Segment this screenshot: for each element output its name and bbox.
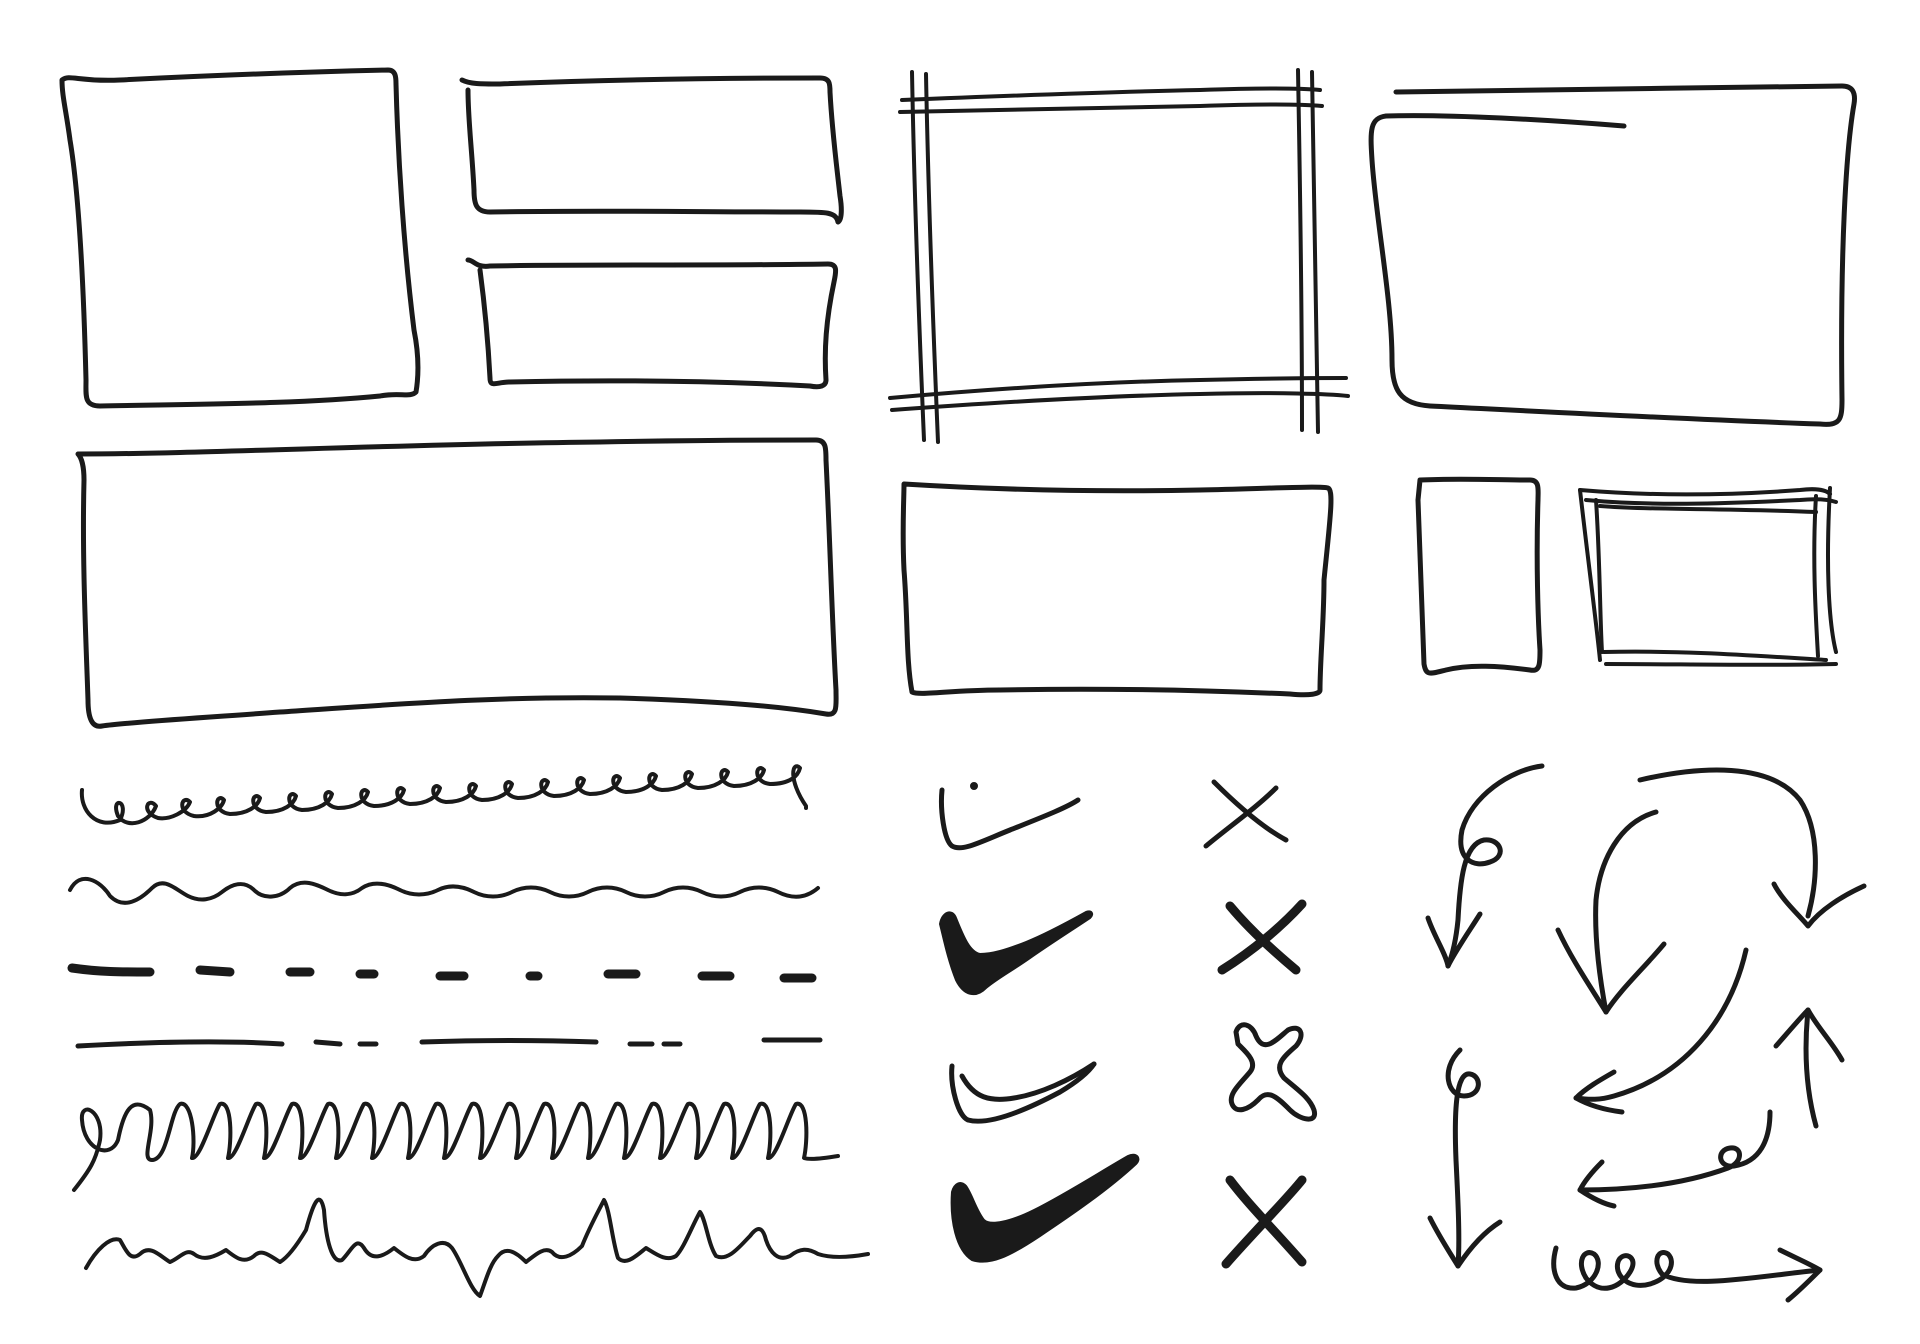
x-mark xyxy=(1217,899,1307,975)
wave-line xyxy=(68,876,820,905)
check-mark xyxy=(939,910,1094,996)
check-mark xyxy=(949,1061,1097,1124)
square-frame xyxy=(59,67,421,409)
crosshatch-frame xyxy=(888,68,1350,444)
loop-arrow-right xyxy=(1551,1245,1823,1303)
x-mark xyxy=(1203,779,1289,849)
medium-frame xyxy=(900,481,1334,698)
zigzag-scribble-line xyxy=(84,1197,870,1298)
double-line-frame xyxy=(1578,486,1838,667)
x-mark xyxy=(1228,1022,1318,1122)
x-marks-group xyxy=(1203,779,1318,1269)
loop-arrow-down xyxy=(1427,1047,1503,1269)
check-marks-group xyxy=(939,782,1140,1263)
lines-group xyxy=(67,764,870,1298)
x-mark xyxy=(1221,1175,1307,1269)
arc-arrow-down xyxy=(1555,809,1667,1015)
arrows-group xyxy=(1425,763,1867,1303)
loop-line xyxy=(79,764,808,826)
arc-arrow-right xyxy=(1637,767,1867,929)
rounded-frame xyxy=(1368,83,1857,427)
straight-arrow-up xyxy=(1773,1007,1845,1129)
curve-arrow-left xyxy=(1573,947,1749,1115)
banner-frame xyxy=(75,437,839,729)
loop-arrow-left xyxy=(1577,1109,1773,1209)
check-mark xyxy=(950,1153,1140,1263)
wide-frame-top xyxy=(459,75,844,225)
spring-line xyxy=(72,1101,840,1192)
check-mark xyxy=(939,782,1081,851)
dash-line-bold xyxy=(67,963,817,983)
dash-line-thin xyxy=(75,1037,823,1049)
wide-frame-bottom xyxy=(465,257,839,390)
tall-small-frame xyxy=(1415,476,1543,676)
frames-group xyxy=(59,67,1857,729)
loop-arrow-down-left xyxy=(1425,763,1545,969)
